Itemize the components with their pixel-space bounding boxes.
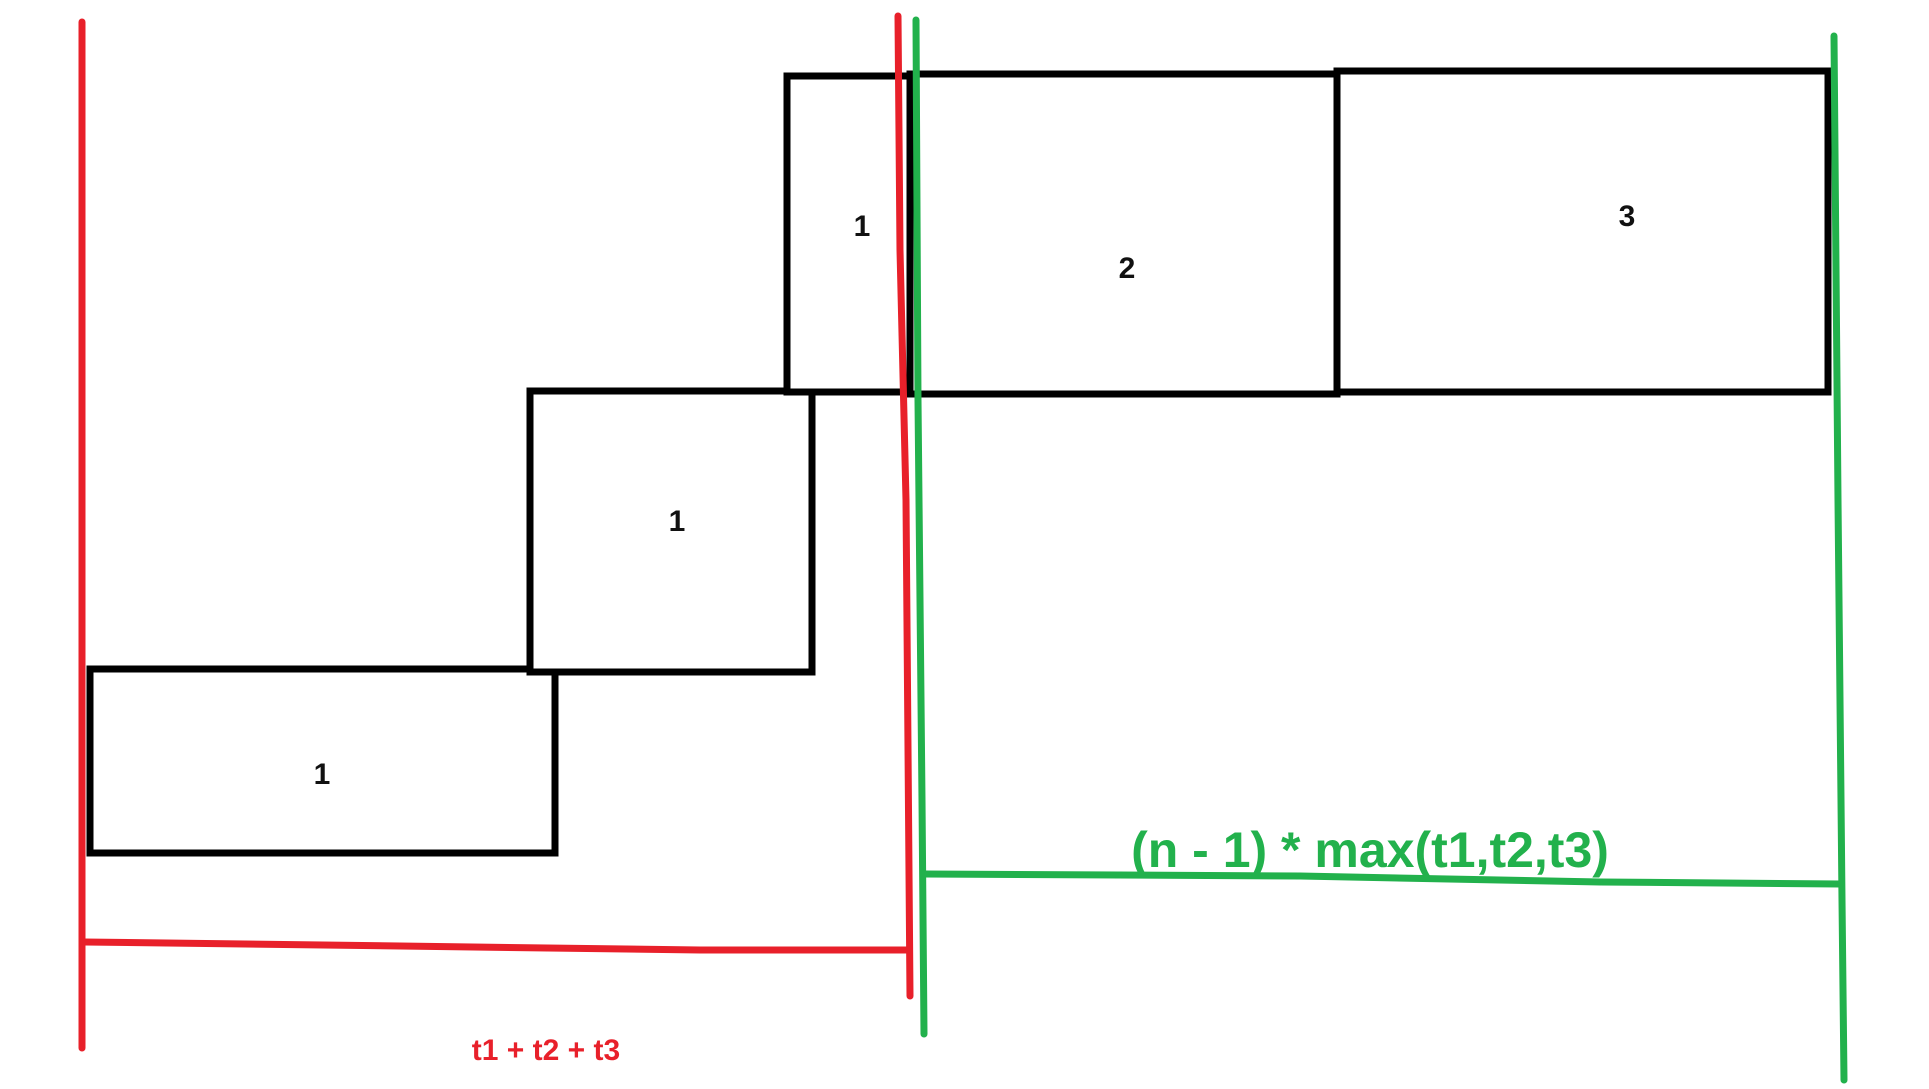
block-group: 1 1 1 2 3 xyxy=(86,67,1832,857)
block-stage1-second xyxy=(526,387,816,676)
block-stage1-first xyxy=(86,665,559,857)
block-stage1-second-label: 1 xyxy=(669,505,686,538)
red-span-label: t1 + t2 + t3 xyxy=(472,1034,620,1067)
red-right-boundary-line xyxy=(894,12,914,1000)
red-measurement: t1 + t2 + t3 xyxy=(78,12,914,1067)
block-stage2-label: 2 xyxy=(1119,252,1136,285)
block-stage1-third xyxy=(783,72,914,396)
block-stage3 xyxy=(1333,67,1832,396)
green-left-boundary-line xyxy=(912,16,928,1038)
block-stage3-label: 3 xyxy=(1619,200,1636,233)
block-stage1-third-label: 1 xyxy=(854,210,871,243)
block-stage1-first-label: 1 xyxy=(314,758,331,791)
green-right-boundary-line xyxy=(1830,32,1848,1084)
green-span-label: (n - 1) * max(t1,t2,t3) xyxy=(1131,822,1609,878)
green-measurement: (n - 1) * max(t1,t2,t3) xyxy=(912,16,1848,1084)
block-stage2 xyxy=(906,70,1341,398)
red-span-line xyxy=(80,938,912,954)
green-span-line xyxy=(920,870,1844,888)
